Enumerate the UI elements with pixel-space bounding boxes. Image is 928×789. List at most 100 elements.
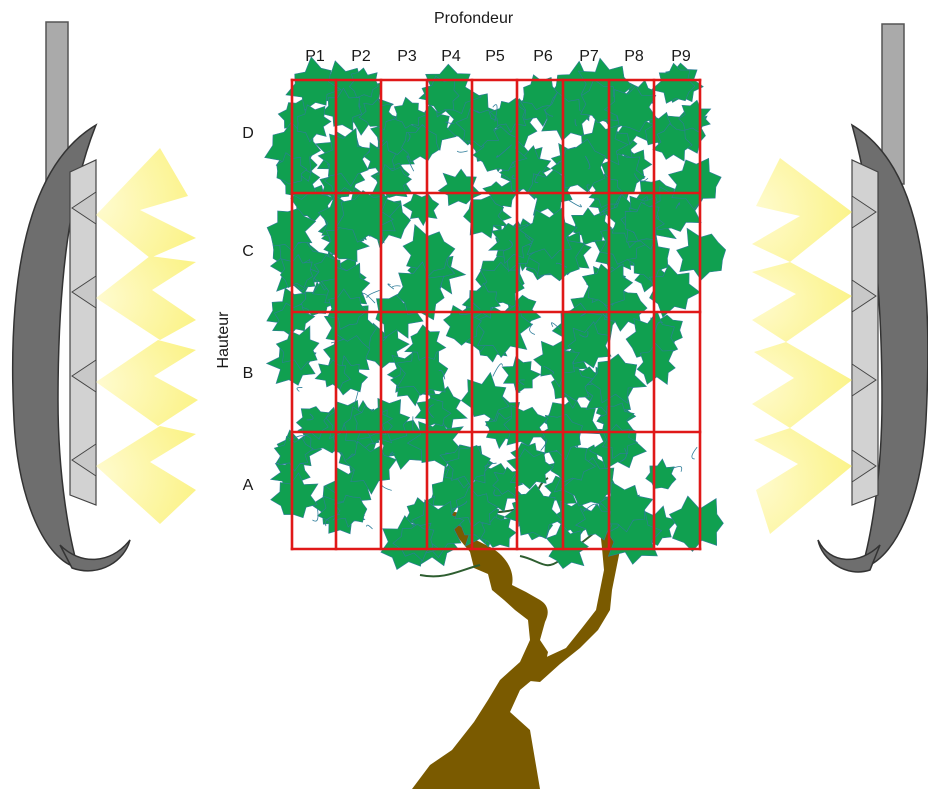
right-sprayer-foot [817, 539, 881, 573]
row-label: B [242, 365, 254, 382]
right-spray-plumes [752, 158, 852, 534]
leaf-cluster [437, 168, 482, 207]
left-spray-plumes [96, 148, 198, 524]
leaf-vein [602, 313, 608, 319]
leaf-vein [584, 155, 591, 170]
leaf-vein [493, 489, 501, 497]
column-label: P7 [579, 48, 599, 65]
leaf-cluster [506, 448, 554, 490]
nozzle [71, 191, 97, 225]
leaf-cluster [296, 104, 332, 143]
leaf-vein [583, 503, 597, 512]
leaf-cluster [581, 263, 634, 306]
spray-plume [96, 256, 196, 340]
leaf-vein [599, 207, 608, 214]
left-sprayer-panel [69, 159, 97, 506]
row-label: D [242, 125, 254, 142]
left-nozzles [71, 191, 97, 477]
leaf-cluster [463, 195, 509, 239]
leaf-cluster [270, 472, 319, 519]
leaf-cluster [320, 87, 363, 132]
leaf-cluster [314, 359, 351, 390]
leaf-vein [540, 438, 547, 451]
leaf-vein [619, 448, 627, 463]
leaf-vein [391, 285, 401, 288]
leaf-vein [669, 466, 683, 472]
leaf-vein [574, 119, 578, 127]
leaf-vein [456, 150, 468, 153]
column-label: P5 [485, 48, 505, 65]
leaf-vein [492, 363, 503, 377]
row-label: A [242, 477, 254, 494]
leaf-cluster [353, 405, 393, 437]
spray-plume [752, 262, 852, 342]
leaf-vein [380, 483, 392, 491]
leaf-cluster [392, 523, 435, 562]
leaf-cluster [421, 75, 460, 114]
leaf-cluster [348, 67, 379, 98]
nozzle [71, 275, 97, 309]
leaf-cluster [503, 404, 549, 447]
leaf-cluster [401, 124, 440, 163]
leaf-cluster [533, 340, 580, 388]
leaf-vein [634, 173, 649, 182]
column-label: P8 [624, 48, 644, 65]
leaf-cluster [645, 458, 677, 490]
leaf-vein [451, 500, 468, 510]
column-label: P3 [397, 48, 417, 65]
leaf-cluster [358, 98, 397, 131]
leaf-cluster [550, 138, 606, 193]
leaf-vein [366, 524, 373, 530]
leaf-vein [407, 133, 411, 142]
leaf-vein [312, 509, 319, 522]
spray-plume [96, 148, 196, 258]
leaf-vein [557, 161, 562, 165]
leaf-vein [428, 404, 434, 418]
leaf-cluster [275, 325, 320, 371]
leaf-vein [675, 202, 680, 209]
right-sprayer [752, 23, 928, 573]
leaf-cluster [445, 445, 491, 487]
leaf-vein [366, 290, 380, 299]
leaf-cluster [488, 222, 534, 264]
tree-trunk [412, 511, 622, 789]
leaf-cluster [454, 485, 499, 528]
leaf-vein [543, 108, 553, 117]
tree [264, 56, 727, 789]
column-label: P9 [671, 48, 691, 65]
leaf-cluster [589, 353, 648, 404]
depth-axis-title: Profondeur [434, 10, 514, 27]
spray-plume [752, 158, 852, 262]
right-sprayer-panel [851, 159, 879, 506]
spray-plume [754, 428, 852, 534]
leaf-cluster [455, 108, 504, 148]
leaf-cluster [475, 261, 525, 309]
column-label: P1 [305, 48, 325, 65]
leaf-vein [306, 413, 314, 421]
row-label: C [242, 243, 254, 260]
spray-plume [96, 340, 198, 426]
leaf-cluster [372, 163, 413, 199]
foliage [264, 56, 727, 570]
leaf-vein [377, 137, 384, 144]
spray-plume [96, 426, 196, 524]
leaf-vein [389, 451, 395, 456]
leaf-vein [529, 323, 536, 335]
spray-plume [752, 342, 852, 428]
nozzle [71, 359, 97, 393]
leaf-vein [382, 336, 388, 342]
nozzle [71, 443, 97, 477]
leaf-cluster [396, 261, 445, 321]
right-nozzles [851, 195, 877, 483]
left-sprayer-foot [59, 539, 131, 572]
leaf-vein [568, 199, 582, 208]
leaf-cluster [667, 157, 722, 210]
leaf-vein [543, 365, 555, 374]
leaf-vein [492, 104, 498, 122]
leaf-vein [406, 155, 415, 172]
leaf-vein [519, 379, 525, 386]
leaf-cluster [317, 127, 372, 187]
leaf-vein [330, 338, 344, 344]
leaf-vein [551, 322, 562, 331]
leaf-cluster [652, 123, 693, 162]
